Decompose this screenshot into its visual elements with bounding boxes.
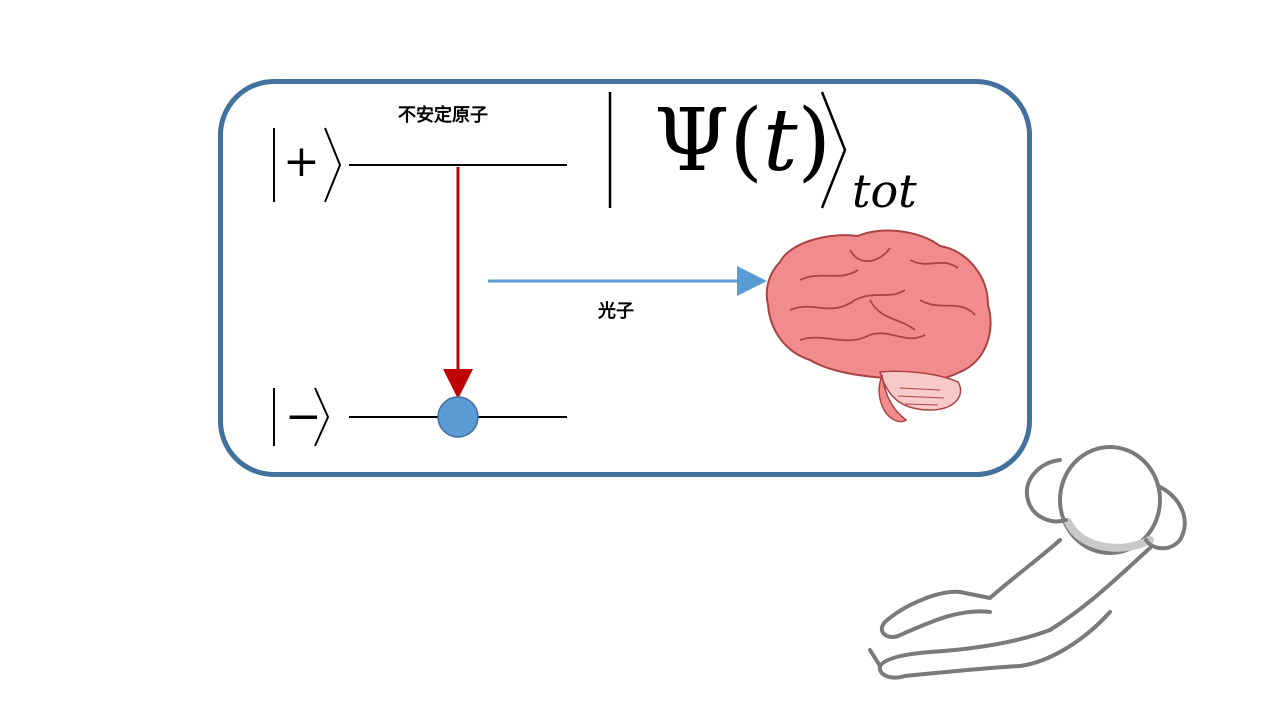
psi-symbol: Ψ xyxy=(654,91,730,191)
thought-bubble-frame xyxy=(218,79,1032,477)
ket-plus-symbol: + xyxy=(283,136,320,187)
total-state-subscript: tot xyxy=(852,164,917,218)
psi-time-variable: t xyxy=(762,91,798,191)
reclining-person-icon xyxy=(868,445,1187,680)
ket-minus xyxy=(273,387,330,447)
photon-label: 光子 xyxy=(598,301,634,322)
unstable-atom-label: 不安定原子 xyxy=(398,105,488,126)
ket-minus-symbol: − xyxy=(285,391,322,442)
electron-dot xyxy=(437,396,479,438)
total-state-ket xyxy=(608,91,847,209)
total-state-psi: Ψ(t) xyxy=(654,98,831,184)
psi-close-paren: ) xyxy=(797,91,832,191)
psi-open-paren: ( xyxy=(729,91,763,191)
ket-plus xyxy=(273,127,342,203)
brain-icon xyxy=(765,229,992,423)
